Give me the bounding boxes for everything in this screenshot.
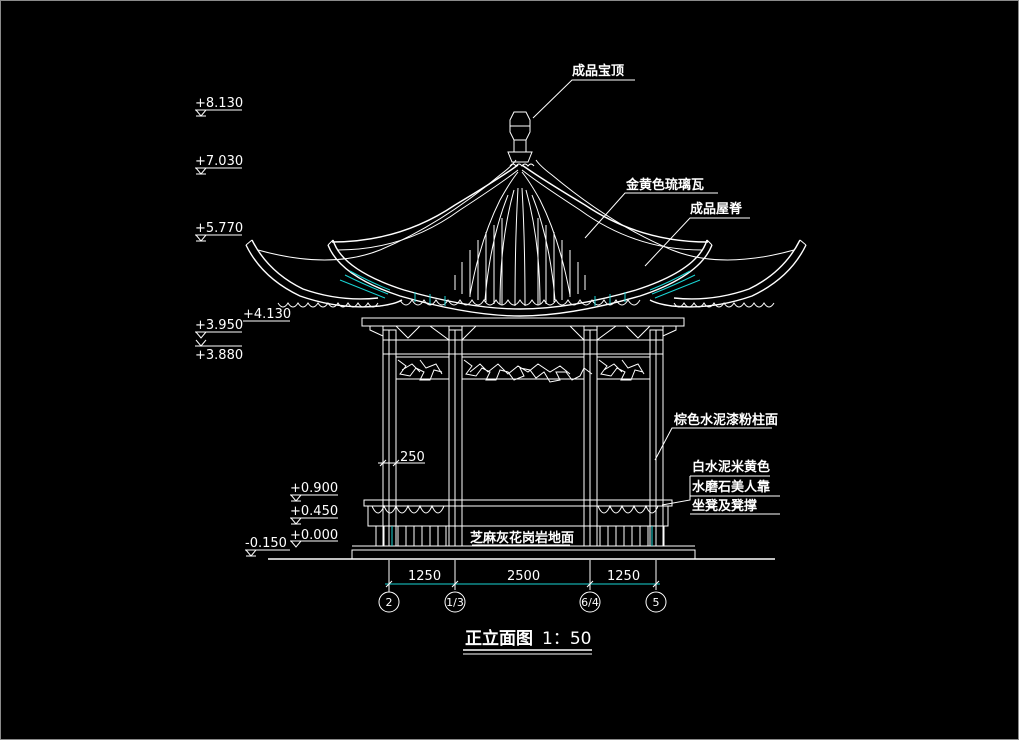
- elevation-label: +3.880: [195, 348, 243, 363]
- elevation-label: +0.450: [290, 504, 338, 519]
- elevation-label: +0.900: [290, 481, 338, 496]
- callout-bench-line1: 白水泥米黄色: [692, 459, 770, 475]
- title-text: 正立面图: [465, 628, 533, 649]
- lintel-lattice: [382, 339, 664, 383]
- axis-label: 1/3: [446, 596, 464, 609]
- elevation-label: -0.150: [245, 536, 287, 551]
- dimension-chain: 1250 2500 1250: [385, 560, 660, 590]
- elevation-label: +7.030: [195, 154, 243, 169]
- axis-bubbles: 2 1/3 6/4 5: [378, 590, 667, 613]
- elevation-marker-0450: +0.450: [290, 504, 338, 525]
- callout-floor: 芝麻灰花岗岩地面: [470, 530, 574, 546]
- leader-lines: [472, 79, 780, 546]
- bench-railing: [363, 499, 673, 546]
- elevation-marker-0900: +0.900: [290, 481, 338, 502]
- span-dimension-1: 1250: [408, 569, 441, 584]
- elevation-marker-minus0150: -0.150: [245, 536, 290, 557]
- axis-bubble-1-3: [444, 591, 466, 613]
- callout-tiles: 金黄色琉璃瓦: [625, 177, 704, 193]
- column-width-label: 250: [400, 450, 425, 465]
- columns: [382, 329, 664, 547]
- finial: [507, 111, 535, 167]
- elevation-label: +3.950: [195, 318, 243, 333]
- axis-bubble-2: [378, 591, 400, 613]
- elevation-label: +4.130: [243, 307, 291, 322]
- elevation-marker-5770: +5.770: [195, 221, 243, 242]
- callout-bench-line3: 坐凳及凳撑: [692, 498, 757, 514]
- callout-column: 棕色水泥漆粉柱面: [673, 412, 778, 428]
- roof-beams: [361, 317, 685, 342]
- elevation-label: +8.130: [195, 96, 243, 111]
- callout-bench-line2: 水磨石美人靠: [692, 479, 770, 495]
- elevation-label: +0.000: [290, 528, 338, 543]
- ground-base: [268, 545, 775, 560]
- axis-bubble-6-4: [579, 591, 601, 613]
- axis-label: 6/4: [581, 596, 599, 609]
- scale-text: 1：50: [542, 629, 591, 649]
- callouts: 成品宝顶 金黄色琉璃瓦 成品屋脊 棕色水泥漆粉柱面 白水泥米黄色 水磨石美人靠 …: [470, 63, 778, 546]
- elevation-marker-3880: +3.880: [195, 345, 243, 363]
- axis-bubble-5: [645, 591, 667, 613]
- drawing-title: 正立面图 1：50: [463, 628, 592, 655]
- span-dimension-2: 2500: [507, 569, 540, 584]
- axis-label: 5: [653, 596, 660, 609]
- elevation-marker-8130: +8.130: [195, 96, 243, 117]
- elevation-marker-7030: +7.030: [195, 154, 243, 175]
- callout-finial: 成品宝顶: [572, 63, 624, 79]
- elevation-marker-3950: +3.950: [195, 318, 243, 347]
- elevation-marker-4130: +4.130: [243, 307, 291, 322]
- axis-label: 2: [386, 596, 393, 609]
- elevation-markers: +8.130 +7.030 +5.770 +4.130 +3.950 +3.88…: [195, 96, 338, 557]
- elevation-label: +5.770: [195, 221, 243, 236]
- callout-ridge: 成品屋脊: [690, 201, 743, 217]
- elevation-marker-0000: +0.000: [290, 528, 338, 548]
- column-width-dimension: 250: [378, 450, 425, 467]
- roof: [245, 159, 807, 317]
- span-dimension-3: 1250: [607, 569, 640, 584]
